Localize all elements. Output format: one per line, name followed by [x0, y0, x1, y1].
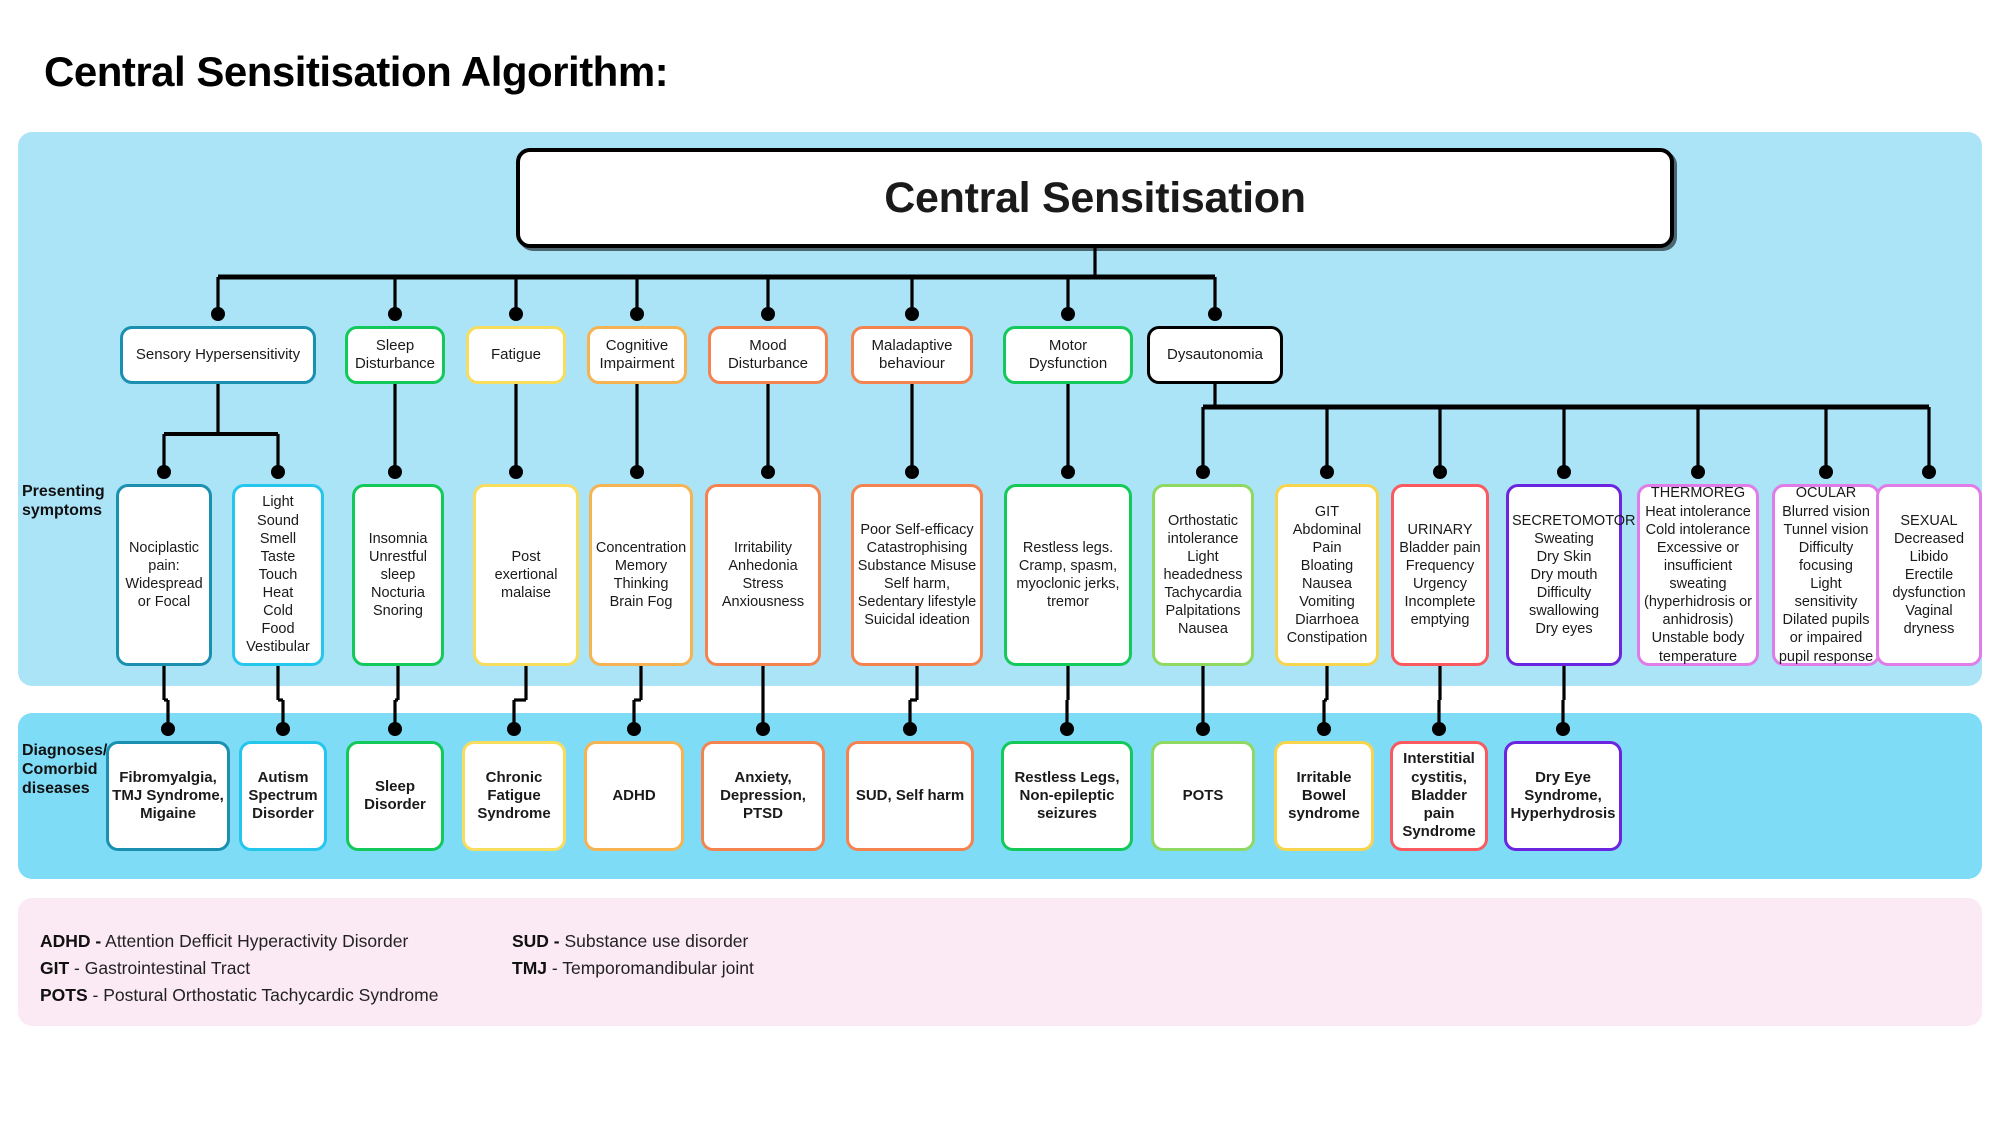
diagnosis-node-sud-self-harm[interactable]: SUD, Self harm [846, 741, 974, 851]
legend-definition: Substance use disorder [559, 931, 749, 951]
legend-panel [18, 898, 1982, 1026]
symptom-node-sexual[interactable]: SEXUAL Decreased Libido Erectile dysfunc… [1876, 484, 1982, 666]
diagnosis-node-label: SUD, Self harm [855, 786, 965, 804]
symptom-node-orthostatic[interactable]: Orthostatic intolerance Light headedness… [1152, 484, 1254, 666]
diagnosis-node-irritable[interactable]: Irritable Bowel syndrome [1274, 741, 1374, 851]
row-label-diagnoses: Diagnoses/ Comorbid diseases [22, 742, 108, 797]
diagnosis-node-interstitial[interactable]: Interstitial cystitis, Bladder pain Synd… [1390, 741, 1488, 851]
page-title: Central Sensitisation Algorithm: [44, 48, 669, 95]
symptom-node-label: Orthostatic intolerance Light headedness… [1163, 512, 1243, 638]
symptom-node-restless-legs[interactable]: Restless legs. Cramp, spasm, myoclonic j… [1004, 484, 1132, 666]
diagnosis-node-label: Autism Spectrum Disorder [248, 768, 318, 823]
symptom-node-git[interactable]: GIT Abdominal Pain Bloating Nausea Vomit… [1275, 484, 1379, 666]
symptom-node-label: Concentration Memory Thinking Brain Fog [595, 539, 687, 611]
diagnosis-node-adhd[interactable]: ADHD [584, 741, 684, 851]
diagnosis-node-label: Irritable Bowel syndrome [1288, 768, 1360, 823]
diagnosis-node-label: Restless Legs, Non-epileptic seizures [1014, 768, 1120, 823]
diagnosis-node-restless-legs[interactable]: Restless Legs, Non-epileptic seizures [1001, 741, 1133, 851]
category-node-label: Motor Dysfunction [1028, 337, 1108, 372]
diagnosis-node-label: Chronic Fatigue Syndrome [477, 768, 551, 823]
symptom-node-label: Insomnia Unrestful sleep Nocturia Snorin… [368, 530, 428, 620]
symptom-node-label: Restless legs. Cramp, spasm, myoclonic j… [1016, 539, 1120, 611]
category-node-label: Mood Disturbance [727, 337, 809, 372]
category-node-sleep[interactable]: Sleep Disturbance [345, 326, 445, 384]
category-node-dysautonomia[interactable]: Dysautonomia [1147, 326, 1283, 384]
symptom-node-poor-self-efficacy[interactable]: Poor Self-efficacy Catastrophising Subst… [851, 484, 983, 666]
legend-column-1: ADHD - Attention Defficit Hyperactivity … [40, 928, 438, 1009]
diagnosis-node-label: Dry Eye Syndrome, Hyperhydrosis [1510, 768, 1616, 823]
category-node-label: Fatigue [490, 346, 542, 363]
legend-abbreviation: POTS [40, 985, 88, 1006]
root-node-central-sensitisation[interactable]: Central Sensitisation [516, 148, 1674, 248]
diagnosis-node-label: Sleep Disorder [364, 777, 426, 813]
legend-definition: Attention Defficit Hyperactivity Disorde… [101, 931, 409, 951]
diagnosis-node-autism[interactable]: Autism Spectrum Disorder [239, 741, 327, 851]
legend-entry: GIT - Gastrointestinal Tract [40, 955, 438, 982]
root-node-label: Central Sensitisation [884, 173, 1306, 222]
diagnosis-node-chronic[interactable]: Chronic Fatigue Syndrome [462, 741, 566, 851]
row-label-presenting-symptoms: Presenting symptoms [22, 483, 105, 519]
symptom-node-label: Post exertional malaise [494, 548, 558, 602]
legend-entry: ADHD - Attention Defficit Hyperactivity … [40, 928, 438, 955]
diagnosis-node-label: Anxiety, Depression, PTSD [720, 768, 806, 823]
diagnosis-node-label: ADHD [612, 786, 656, 804]
legend-entry: SUD - Substance use disorder [512, 928, 754, 955]
diagnosis-node-fibromyalgia[interactable]: Fibromyalgia, TMJ Syndrome, Migaine [106, 741, 230, 851]
diagnosis-node-label: Interstitial cystitis, Bladder pain Synd… [1402, 750, 1476, 841]
symptom-node-urinary[interactable]: URINARY Bladder pain Frequency Urgency I… [1391, 484, 1489, 666]
symptom-node-ocular[interactable]: OCULAR Blurred vision Tunnel vision Diff… [1772, 484, 1880, 666]
category-node-label: Dysautonomia [1167, 346, 1263, 363]
diagnosis-node-label: POTS [1182, 786, 1224, 804]
symptom-node-thermoreg[interactable]: THERMOREG Heat intolerance Cold intolera… [1637, 484, 1759, 666]
category-node-motor-dysfunction[interactable]: Motor Dysfunction [1003, 326, 1133, 384]
legend-abbreviation: ADHD - [40, 931, 102, 951]
legend-entry: TMJ - Temporomandibular joint [512, 955, 754, 982]
legend-abbreviation: GIT [40, 958, 70, 979]
symptom-node-post-exertional[interactable]: Post exertional malaise [473, 484, 579, 666]
symptom-node-insomnia[interactable]: Insomnia Unrestful sleep Nocturia Snorin… [352, 484, 444, 666]
diagnosis-node-anxiety[interactable]: Anxiety, Depression, PTSD [701, 741, 825, 851]
category-node-fatigue[interactable]: Fatigue [466, 326, 566, 384]
legend-definition: - Gastrointestinal Tract [69, 958, 251, 979]
legend-entry: POTS - Postural Orthostatic Tachycardic … [40, 982, 438, 1009]
diagnosis-node-dry-eye[interactable]: Dry Eye Syndrome, Hyperhydrosis [1504, 741, 1622, 851]
symptom-node-label: SEXUAL Decreased Libido Erectile dysfunc… [1892, 512, 1966, 638]
symptom-node-nociplastic[interactable]: Nociplastic pain: Widespread or Focal [116, 484, 212, 666]
symptom-node-label: Poor Self-efficacy Catastrophising Subst… [857, 521, 977, 629]
symptom-node-irritability[interactable]: Irritability Anhedonia Stress Anxiousnes… [705, 484, 821, 666]
category-node-label: Sleep Disturbance [354, 337, 436, 372]
legend-abbreviation: SUD - [512, 931, 560, 951]
category-node-label: Sensory Hypersensitivity [135, 346, 301, 363]
symptom-node-label: Light Sound Smell Taste Touch Heat Cold … [246, 494, 310, 656]
symptom-node-label: SECRETOMOTOR Sweating Dry Skin Dry mouth… [1512, 512, 1636, 638]
symptom-node-label: OCULAR Blurred vision Tunnel vision Diff… [1778, 485, 1874, 665]
category-node-label: Cognitive Impairment [599, 337, 675, 372]
diagnoses-panel [18, 713, 1982, 879]
symptom-node-label: GIT Abdominal Pain Bloating Nausea Vomit… [1286, 503, 1368, 647]
category-node-cognitive[interactable]: Cognitive Impairment [587, 326, 687, 384]
symptom-node-secretomotor[interactable]: SECRETOMOTOR Sweating Dry Skin Dry mouth… [1506, 484, 1636, 666]
symptom-node-label: Nociplastic pain: Widespread or Focal [125, 539, 203, 611]
category-node-mood[interactable]: Mood Disturbance [708, 326, 828, 384]
category-node-label: Maladaptive behaviour [871, 337, 953, 372]
symptom-node-light[interactable]: Light Sound Smell Taste Touch Heat Cold … [232, 484, 324, 666]
symptom-node-label: THERMOREG Heat intolerance Cold intolera… [1644, 485, 1752, 665]
legend-definition: - Postural Orthostatic Tachycardic Syndr… [87, 985, 439, 1006]
diagnosis-node-label: Fibromyalgia, TMJ Syndrome, Migaine [112, 768, 224, 823]
legend-definition: - Temporomandibular joint [547, 958, 754, 979]
legend-abbreviation: TMJ [512, 958, 547, 979]
symptom-node-label: URINARY Bladder pain Frequency Urgency I… [1399, 521, 1481, 629]
category-node-maladaptive[interactable]: Maladaptive behaviour [851, 326, 973, 384]
diagnosis-node-sleep[interactable]: Sleep Disorder [346, 741, 444, 851]
diagnosis-node-pots[interactable]: POTS [1151, 741, 1255, 851]
symptom-node-label: Irritability Anhedonia Stress Anxiousnes… [721, 539, 805, 611]
category-node-sensory-hypersensitivity[interactable]: Sensory Hypersensitivity [120, 326, 316, 384]
symptom-node-concentration[interactable]: Concentration Memory Thinking Brain Fog [589, 484, 693, 666]
